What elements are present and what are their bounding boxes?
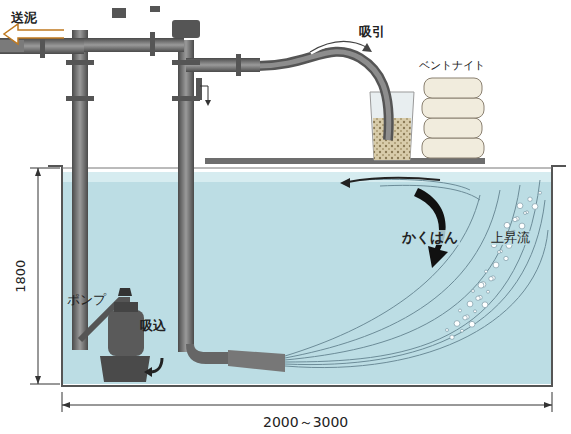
- suction-label: 吸引: [359, 25, 385, 39]
- outlet-label: 送泥: [11, 11, 37, 25]
- intake-label: 吸込: [140, 319, 166, 333]
- stir-label: かくはん: [400, 230, 460, 245]
- width-dimension: 2000～3000: [263, 415, 348, 430]
- pump-label: ポンプ: [67, 293, 106, 307]
- height-dimension: 1800: [14, 260, 28, 293]
- upflow-label: 上昇流: [489, 231, 532, 245]
- bentonite-label: ベントナイト: [419, 60, 485, 72]
